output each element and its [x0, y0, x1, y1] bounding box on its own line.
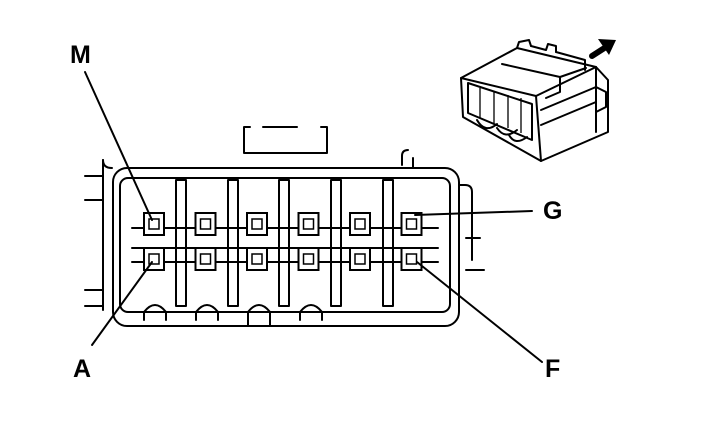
connector-latch — [243, 126, 328, 154]
terminal-cavity — [194, 212, 217, 236]
connector-3d-icon — [460, 39, 609, 162]
label-f: F — [545, 355, 561, 383]
label-a: A — [73, 355, 92, 383]
label-g: G — [543, 197, 563, 225]
terminal-cavity — [400, 212, 423, 236]
connector-ribs — [175, 179, 394, 307]
terminal-cavity — [297, 212, 320, 236]
leader-lines — [84, 71, 543, 363]
terminal-grid — [143, 212, 423, 271]
label-m: M — [70, 41, 91, 69]
arrow-icon — [589, 39, 616, 59]
terminal-cavity — [194, 247, 217, 271]
terminal-rails — [131, 227, 439, 263]
terminal-cavity — [143, 247, 165, 271]
terminal-cavity — [246, 212, 268, 236]
terminal-cavity — [143, 212, 165, 236]
connector-housing — [84, 149, 485, 327]
terminal-cavity — [297, 247, 320, 271]
terminal-cavity — [400, 247, 423, 271]
terminal-cavity — [349, 247, 371, 271]
terminal-cavity — [349, 212, 371, 236]
terminal-cavity — [246, 247, 268, 271]
